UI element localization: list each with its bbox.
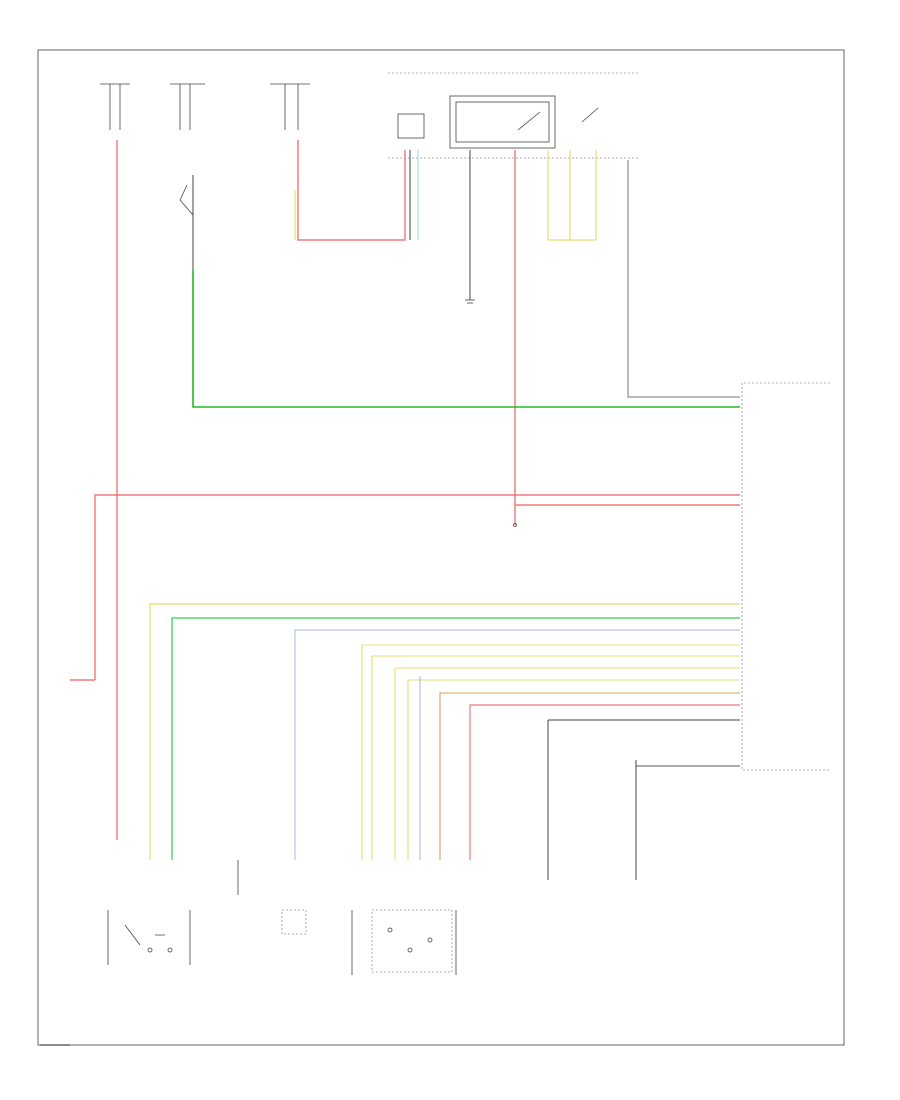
relay-large-inner [455, 101, 550, 143]
fuse-middle [270, 83, 310, 130]
wire-blue-1 [294, 629, 740, 860]
wire-yellow-3 [394, 667, 740, 860]
relay-switch [517, 111, 541, 131]
wire-red-fuse-relay [297, 140, 406, 241]
wire-red-lower [469, 704, 740, 860]
relay-large [449, 95, 556, 149]
fuse-left [100, 83, 130, 130]
ground-symbol-splice [513, 523, 517, 527]
wire-green-switch [192, 270, 740, 408]
wire-yellow-1 [361, 644, 740, 860]
fuse-right-switch [581, 107, 599, 123]
ground-symbol-top [465, 299, 475, 304]
wire-orange [439, 692, 740, 860]
wire-yellow-4 [407, 679, 740, 860]
relay-small [397, 113, 425, 139]
wire-yellow-2 [371, 655, 740, 860]
wire-green-lower [171, 617, 740, 860]
switch-brake [179, 184, 194, 216]
diagram-frame [37, 49, 845, 1046]
wire-gray-right [627, 160, 740, 398]
pcm-module-border [741, 382, 830, 771]
wire-yellow-top [149, 603, 740, 860]
bottom-switch-left [107, 910, 191, 965]
bottom-range-sensor [351, 909, 457, 975]
bottom-connector-middle [237, 860, 307, 935]
wire-red-horizontal [94, 494, 740, 680]
fuse-middle-left [170, 83, 205, 130]
